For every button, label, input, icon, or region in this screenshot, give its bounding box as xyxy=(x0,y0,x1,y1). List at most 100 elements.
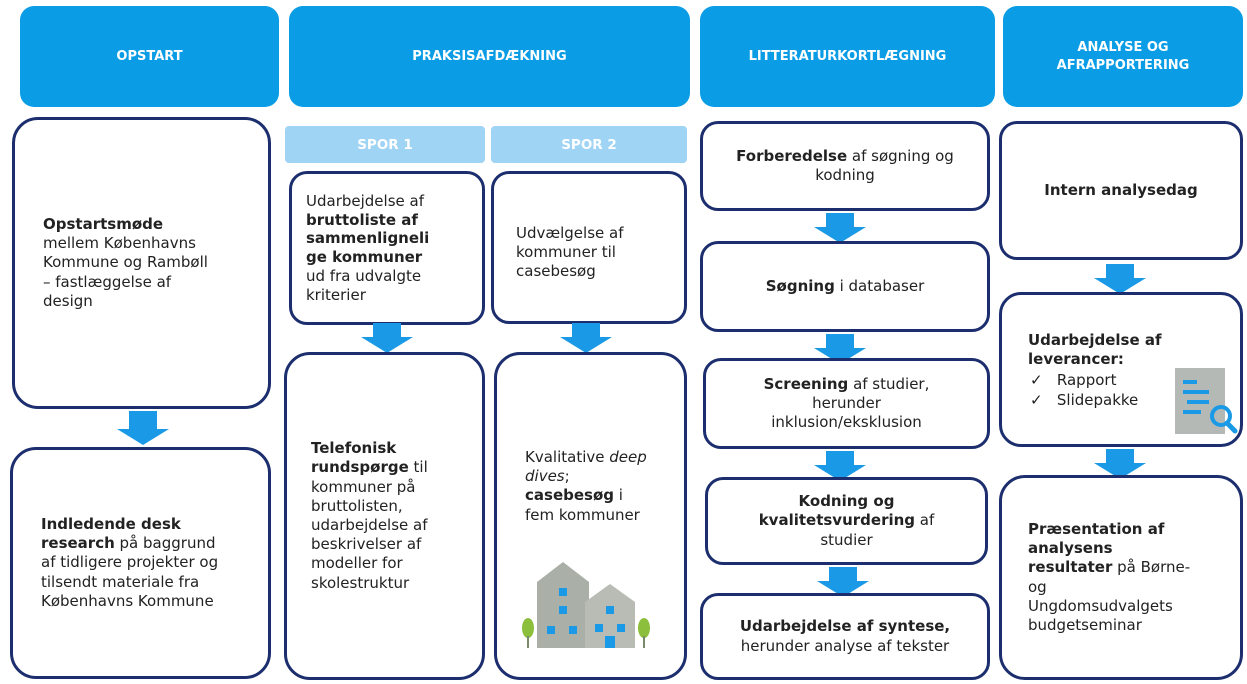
deliverable-label: Slidepakke xyxy=(1056,390,1139,409)
litt-box-3-l3: inklusion/eksklusion xyxy=(771,413,922,432)
litt-box-5-l2: herunder analyse af tekster xyxy=(740,636,950,655)
spor1-box-1-b2: sammenligneli xyxy=(306,229,430,248)
analyse-box-2-b2: leverancer: xyxy=(1028,350,1124,369)
deliverable-label: Rapport xyxy=(1056,371,1117,390)
deliverable-item: ✓ Slidepakke xyxy=(1028,391,1220,410)
litt-box-2-rest: i databaser xyxy=(834,276,925,295)
spor2-label: SPOR 2 xyxy=(491,126,687,163)
spor1-box-1-b1: bruttoliste af xyxy=(306,210,418,229)
spor1-box-1-b3: ge kommuner xyxy=(306,248,423,266)
analyse-box-2-text: Udarbejdelse af leverancer: ✓ Rapport ✓ … xyxy=(1028,331,1220,410)
spor2-box-2-i1: deep xyxy=(609,448,647,466)
spor2-box-1-text: Udvælgelse af kommuner til casebesøg xyxy=(516,224,662,282)
spor2-box-2-i2: dives xyxy=(525,467,565,486)
spor2-box-1-l3: casebesøg xyxy=(516,262,596,281)
spor1-box-2-text: Telefonisk rundspørge til kommuner på br… xyxy=(311,439,428,593)
header-praksis: PRAKSISAFDÆKNING xyxy=(289,6,690,107)
litt-box-1-l2: kodning xyxy=(815,166,875,184)
header-analyse-line1: ANALYSE OG xyxy=(1077,39,1169,55)
litt-box-5-bold: Udarbejdelse af syntese, xyxy=(739,617,951,636)
opstart-box-2-text: Indledende desk research på baggrund af … xyxy=(41,515,218,611)
spor2-box-2-r3: i xyxy=(614,486,623,505)
spor2-box-1: Udvælgelse af kommuner til casebesøg xyxy=(491,171,687,324)
header-litteratur: LITTERATURKORTLÆGNING xyxy=(700,6,995,107)
spor1-box-2-l7: modeller for xyxy=(311,554,403,573)
deliverable-item: ✓ Rapport xyxy=(1028,371,1220,390)
spor1-box-2-l3: kommuner på xyxy=(311,477,416,496)
analyse-box-3-rest: på Børne- xyxy=(1112,558,1191,577)
spor1-label: SPOR 1 xyxy=(285,126,485,163)
opstart-box-1-bold: Opstartsmøde xyxy=(43,215,164,234)
litt-box-3-l2: herunder xyxy=(812,393,881,412)
spor1-box-2-r2: til xyxy=(408,458,428,477)
opstart-box-2-rest: på baggrund xyxy=(114,534,216,553)
spor1-box-1-l1: Udarbejdelse af xyxy=(306,191,424,210)
litt-box-1: Forberedelse af søgning og kodning xyxy=(700,121,990,211)
header-litteratur-label: LITTERATURKORTLÆGNING xyxy=(748,48,947,64)
litt-box-4: Kodning og kvalitetsvurdering af studier xyxy=(705,477,988,565)
check-icon: ✓ xyxy=(1030,390,1043,409)
opstart-box-1: Opstartsmøde mellem Københavns Kommune o… xyxy=(12,117,271,409)
spor1-box-2-b1: Telefonisk xyxy=(311,439,397,458)
litt-box-2-text: Søgning i databaser xyxy=(766,277,925,296)
analyse-box-3-b1: Præsentation af xyxy=(1028,519,1165,538)
opstart-box-2: Indledende desk research på baggrund af … xyxy=(10,447,271,679)
litt-box-2-bold: Søgning xyxy=(765,276,835,295)
spor1-box-1-text: Udarbejdelse af bruttoliste af sammenlig… xyxy=(306,192,429,305)
spor2-box-2-l4: fem kommuner xyxy=(525,505,640,524)
spor2-box-2-l2b: ; xyxy=(564,467,570,486)
spor2-box-2-l1: Kvalitative xyxy=(525,448,610,466)
spor1-box-2-b2: rundspørge xyxy=(311,458,409,477)
litt-box-5-text: Udarbejdelse af syntese, herunder analys… xyxy=(740,617,950,655)
analyse-box-3-b2: analysens xyxy=(1028,539,1113,558)
opstart-box-2-bold1: Indledende desk xyxy=(41,515,181,534)
analyse-box-1: Intern analysedag xyxy=(999,121,1243,260)
spor1-box-2: Telefonisk rundspørge til kommuner på br… xyxy=(284,352,485,680)
analyse-box-1-bold: Intern analysedag xyxy=(1044,180,1198,199)
analyse-box-3-l5: Ungdomsudvalgets xyxy=(1028,596,1173,615)
analyse-box-3-l6: budgetseminar xyxy=(1028,615,1142,634)
analyse-box-2-b1: Udarbejdelse af xyxy=(1028,331,1162,349)
spor1-box-2-l8: skolestruktur xyxy=(311,573,410,592)
spor2-box-1-l1: Udvælgelse af xyxy=(516,224,624,242)
spor1-box-1-l5: ud fra udvalgte xyxy=(306,266,422,285)
analyse-box-3: Præsentation af analysens resultater på … xyxy=(999,475,1243,680)
litt-box-1-bold: Forberedelse xyxy=(736,146,848,165)
spor1-box-2-l5: udarbejdelse af xyxy=(311,516,428,534)
analyse-box-3-l4: og xyxy=(1028,577,1047,596)
header-analyse-line2: AFRAPPORTERING xyxy=(1056,57,1190,73)
opstart-box-1-line2: Kommune og Rambøll xyxy=(43,253,208,272)
opstart-box-1-line4: design xyxy=(43,291,93,310)
spor1-box-1-l6: kriterier xyxy=(306,285,366,304)
analyse-box-3-b3: resultater xyxy=(1028,558,1113,577)
litt-box-3-text: Screening af studier, herunder inklusion… xyxy=(764,375,930,433)
opstart-box-2-line5: Københavns Kommune xyxy=(41,591,214,610)
header-praksis-label: PRAKSISAFDÆKNING xyxy=(412,48,567,64)
litt-box-4-b2: kvalitetsvurdering xyxy=(758,511,916,530)
header-opstart: OPSTART xyxy=(20,6,279,107)
litt-box-3-rest: af studier, xyxy=(848,374,930,393)
litt-box-4-b1: Kodning og xyxy=(798,492,895,511)
document-search-icon xyxy=(1175,368,1238,434)
spor1-box-2-l6: beskrivelser af xyxy=(311,535,422,554)
opstart-box-2-line4: tilsendt materiale fra xyxy=(41,572,200,591)
spor1-box-1: Udarbejdelse af bruttoliste af sammenlig… xyxy=(289,171,485,325)
spor2-box-2-text: Kvalitative deep dives; casebesøg i fem … xyxy=(525,448,656,525)
litt-box-1-rest: af søgning og xyxy=(847,146,954,165)
deliverables-list: ✓ Rapport ✓ Slidepakke xyxy=(1028,371,1220,409)
opstart-box-1-text: Opstartsmøde mellem Københavns Kommune o… xyxy=(43,215,208,311)
opstart-box-1-line3: – fastlæggelse af xyxy=(43,272,172,291)
opstart-box-1-line1: mellem Københavns xyxy=(43,234,196,253)
litt-box-4-l3: studier xyxy=(820,530,873,549)
litt-box-5: Udarbejdelse af syntese, herunder analys… xyxy=(700,593,990,680)
litt-box-3: Screening af studier, herunder inklusion… xyxy=(703,358,990,449)
opstart-box-2-line3: af tidligere projekter og xyxy=(41,553,219,572)
spor2-box-2-b1: casebesøg xyxy=(525,486,614,505)
litt-box-1-text: Forberedelse af søgning og kodning xyxy=(736,147,954,185)
spor1-text: SPOR 1 xyxy=(357,136,413,153)
header-opstart-label: OPSTART xyxy=(116,48,183,64)
spor2-text: SPOR 2 xyxy=(561,136,617,153)
litt-box-3-bold: Screening xyxy=(763,374,849,393)
header-analyse: ANALYSE OG AFRAPPORTERING xyxy=(1003,6,1243,107)
analyse-box-3-text: Præsentation af analysens resultater på … xyxy=(1028,520,1190,635)
